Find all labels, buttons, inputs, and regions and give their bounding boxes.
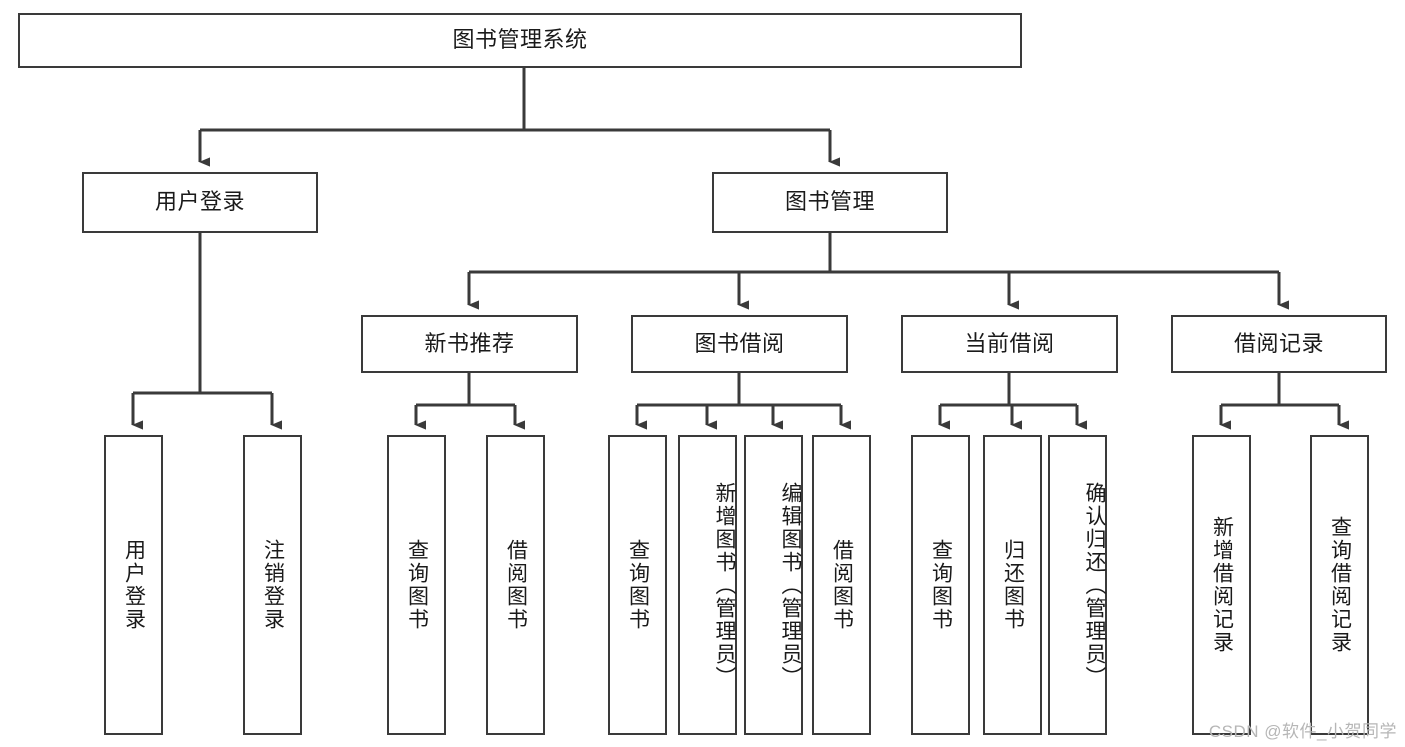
node-borrow-record-label: 借阅记录 <box>1233 330 1324 356</box>
node-book-manage[interactable]: 图书管理 <box>712 172 948 233</box>
node-leaf-query-borrow-record-label: 查询借阅记录 <box>1328 516 1352 654</box>
node-new-book-rec-label: 新书推荐 <box>424 330 515 356</box>
node-leaf-return-book-label: 归还图书 <box>1001 539 1025 631</box>
node-leaf-query-borrow-record[interactable]: 查询借阅记录 <box>1310 435 1369 735</box>
node-leaf-add-book-label: 新增图书（管理员） <box>713 481 736 689</box>
node-new-book-rec[interactable]: 新书推荐 <box>361 315 578 373</box>
node-leaf-add-borrow-record[interactable]: 新增借阅记录 <box>1192 435 1251 735</box>
node-leaf-user-logout[interactable]: 注销登录 <box>243 435 302 735</box>
node-leaf-query-book-borrow[interactable]: 查询图书 <box>608 435 667 735</box>
node-leaf-query-book-rec-label: 查询图书 <box>405 539 429 631</box>
node-user-login-label: 用户登录 <box>154 189 245 215</box>
node-borrow-record[interactable]: 借阅记录 <box>1171 315 1387 373</box>
node-leaf-edit-book[interactable]: 编辑图书（管理员） <box>744 435 803 735</box>
node-leaf-return-book[interactable]: 归还图书 <box>983 435 1042 735</box>
node-leaf-user-login-label: 用户登录 <box>122 539 146 631</box>
node-book-manage-label: 图书管理 <box>784 189 875 215</box>
node-leaf-borrow-book[interactable]: 借阅图书 <box>812 435 871 735</box>
node-leaf-user-logout-label: 注销登录 <box>261 539 285 631</box>
node-leaf-add-borrow-record-label: 新增借阅记录 <box>1210 516 1234 654</box>
node-leaf-query-book-current[interactable]: 查询图书 <box>911 435 970 735</box>
node-leaf-borrow-book-rec[interactable]: 借阅图书 <box>486 435 545 735</box>
node-leaf-user-login[interactable]: 用户登录 <box>104 435 163 735</box>
node-leaf-query-book-rec[interactable]: 查询图书 <box>387 435 446 735</box>
node-current-borrow[interactable]: 当前借阅 <box>901 315 1118 373</box>
node-leaf-confirm-return[interactable]: 确认归还（管理员） <box>1048 435 1107 735</box>
node-root[interactable]: 图书管理系统 <box>18 13 1022 68</box>
node-user-login[interactable]: 用户登录 <box>82 172 318 233</box>
node-book-borrow-label: 图书借阅 <box>694 330 785 356</box>
node-leaf-edit-book-label: 编辑图书（管理员） <box>779 481 802 689</box>
node-book-borrow[interactable]: 图书借阅 <box>631 315 848 373</box>
node-leaf-add-book[interactable]: 新增图书（管理员） <box>678 435 737 735</box>
node-leaf-borrow-book-rec-label: 借阅图书 <box>504 539 528 631</box>
csdn-watermark: CSDN @软件_小贺同学 <box>1208 722 1397 741</box>
node-leaf-query-book-borrow-label: 查询图书 <box>626 539 650 631</box>
node-leaf-borrow-book-label: 借阅图书 <box>830 539 854 631</box>
node-leaf-confirm-return-label: 确认归还（管理员） <box>1083 481 1106 689</box>
node-current-borrow-label: 当前借阅 <box>964 330 1055 356</box>
node-root-label: 图书管理系统 <box>452 27 588 53</box>
node-leaf-query-book-current-label: 查询图书 <box>929 539 953 631</box>
